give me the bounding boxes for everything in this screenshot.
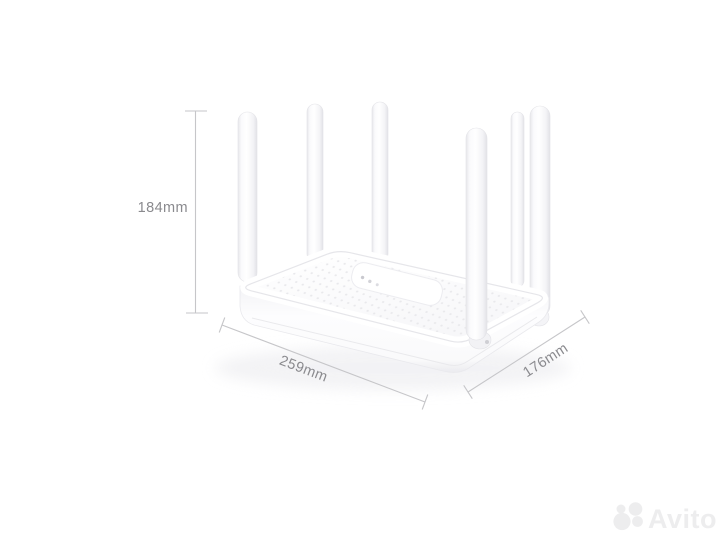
dimension-height-line: [185, 110, 208, 314]
antenna-group-front: [465, 127, 492, 350]
dimension-annotations: [185, 110, 590, 410]
led-panel: [351, 262, 443, 306]
watermark: Avito: [613, 502, 717, 534]
antenna-3: [371, 101, 389, 263]
avito-dots-icon: [613, 502, 643, 531]
antenna-2: [306, 103, 324, 263]
antenna-4: [465, 127, 488, 341]
antenna-4-screw: [485, 340, 489, 344]
antenna-1: [237, 111, 258, 283]
led-dot: [368, 279, 372, 284]
router-base-seam: [251, 316, 538, 366]
watermark-text: Avito: [648, 504, 717, 534]
dimension-depth-line: [463, 310, 590, 399]
antenna-group-back: [237, 101, 551, 327]
antenna-5: [510, 111, 525, 288]
antenna-6: [529, 105, 551, 317]
dimension-height-label: 184mm: [138, 200, 188, 216]
led-dot: [375, 283, 379, 287]
led-dot: [360, 275, 365, 280]
dimension-width-line: [218, 317, 429, 410]
